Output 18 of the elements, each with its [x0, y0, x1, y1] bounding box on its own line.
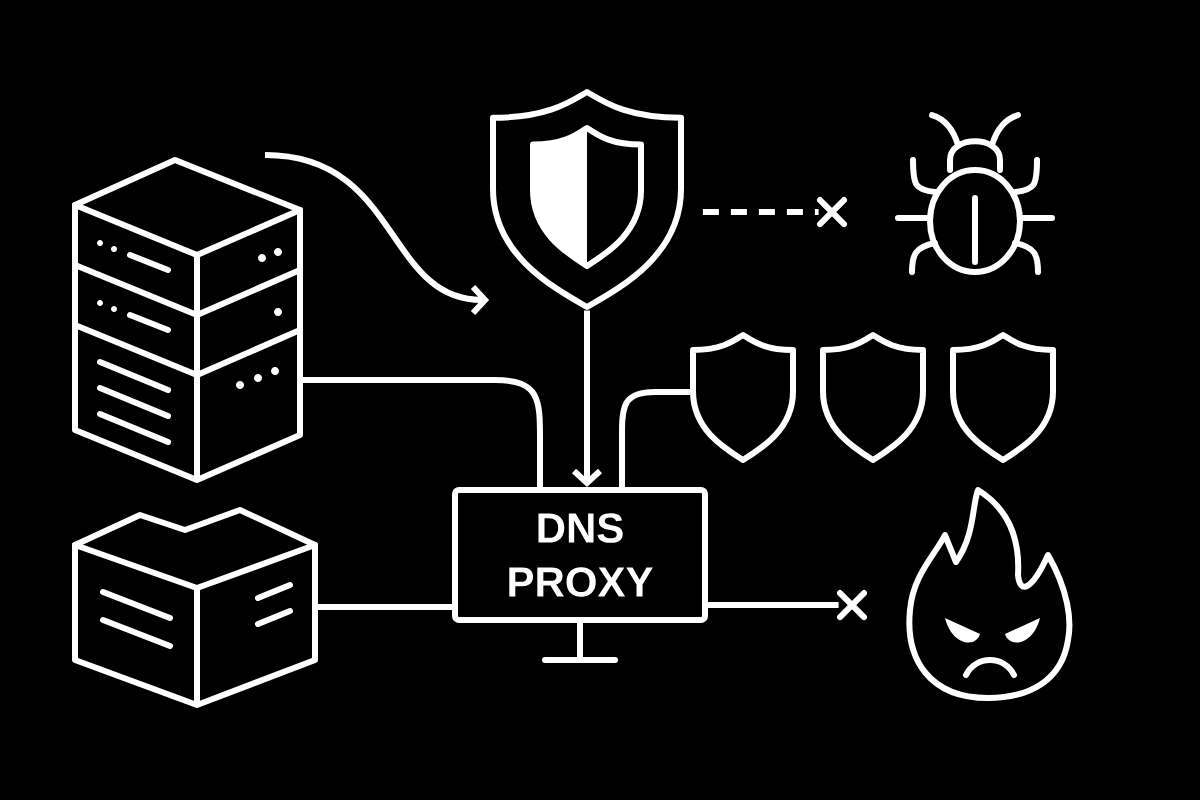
server-rack-drawing: [72, 157, 303, 483]
shield-drawing: [820, 332, 926, 463]
connector-line: [702, 209, 819, 215]
connector-line: [619, 389, 691, 487]
shield-drawing: [690, 332, 796, 463]
connector-line: [302, 377, 543, 487]
bug-drawing: [895, 112, 1055, 275]
monitor-box: DNS PROXY: [452, 487, 708, 663]
cross-mark: [817, 197, 847, 227]
shield-drawing: [950, 332, 1056, 463]
flame-face-drawing: [906, 487, 1073, 701]
server-box-drawing: [72, 507, 318, 708]
connector-line: [317, 604, 452, 610]
cross-mark: [837, 590, 867, 620]
shield-drawing: [490, 89, 684, 310]
arrow: [264, 152, 490, 316]
connector-line: [708, 602, 839, 608]
arrow: [571, 310, 603, 487]
